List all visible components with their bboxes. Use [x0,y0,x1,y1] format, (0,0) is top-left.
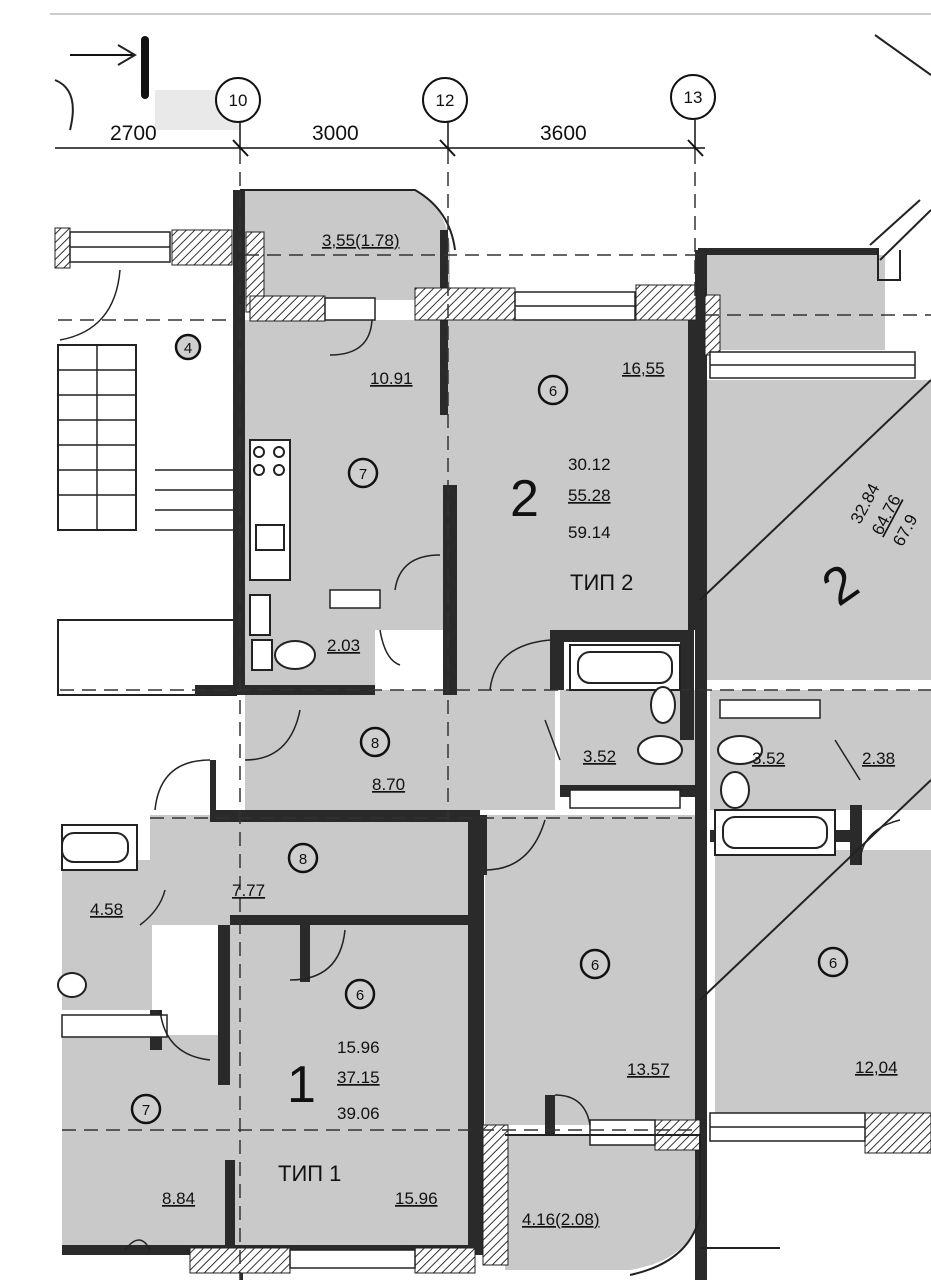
room-area: 15.96 [395,1189,438,1208]
floor-fill [62,90,931,1270]
dimension-2700: 2700 [110,122,157,145]
apartment-type: ТИП 2 [570,570,633,595]
room-code-kitchen: 7 [359,466,367,483]
total-area-with-balcony: 39.06 [337,1104,380,1123]
total-area: 37.15 [337,1068,380,1087]
hall-area: 8.70 [372,775,405,794]
axis-label-12: 12 [436,91,455,110]
apartment-1: 4.58 7.77 1 15.96 37.15 39.06 ТИП 1 8.84… [90,881,438,1208]
bathroom-area: 4.58 [90,900,123,919]
bathtub-icon [61,824,138,871]
room-code-room: 6 [549,383,557,400]
living-area: 30.12 [568,455,611,474]
room-code-room: 6 [356,987,364,1004]
stove-icon [249,439,291,581]
staircase [57,269,240,696]
bathroom-area: 3.52 [752,749,785,768]
room-codes: 4 6 7 8 8 6 6 6 7 [130,333,849,1125]
room-area: 12,04 [855,1058,898,1077]
grid-lines [60,34,931,1280]
doors [124,319,901,1251]
kitchen-area: 10.91 [370,369,413,388]
hall-area: 7.77 [232,881,265,900]
section-arrow-icon [54,36,149,131]
room-area: 16,55 [622,359,665,378]
room-code-hall: 8 [299,851,307,868]
toilet-icon [274,640,316,670]
room-area: 13.57 [627,1060,670,1079]
sink-icon [255,524,285,551]
rooms-count: 1 [287,1056,316,1114]
bathroom-area: 3.52 [583,747,616,766]
dimension-line: 2700 3000 3600 [55,120,705,157]
windows [61,231,916,1269]
axis-label-10: 10 [229,91,248,110]
bathroom-area: 2.03 [327,636,360,655]
total-area-with-balcony: 59.14 [568,523,611,542]
axis-markers: 10 12 13 [215,74,716,123]
dimension-3000: 3000 [312,122,359,145]
balcony-area: 3,55(1.78) [322,231,400,250]
room-code-hall: 8 [371,735,379,752]
balcony-area: 4.16(2.08) [522,1210,600,1229]
apartment-2: 3,55(1.78) 10.91 16,55 2 30.12 55.28 59.… [322,231,665,794]
middle-unit: 13.57 4.16(2.08) [522,1060,670,1229]
apartment-type: ТИП 1 [278,1161,341,1186]
wc-area: 2.38 [862,749,895,768]
room-code-stair: 4 [184,340,192,357]
living-area: 15.96 [337,1038,380,1057]
toilet-icon [57,972,87,998]
room-code-kitchen: 7 [142,1102,150,1119]
kitchen-area: 8.84 [162,1189,195,1208]
fixtures [57,439,836,998]
room-code-room: 6 [829,955,837,972]
dimension-3600: 3600 [540,122,587,145]
rooms-count: 2 [510,470,539,528]
balconies [240,189,931,1276]
total-area: 55.28 [568,486,611,505]
room-code-room: 6 [591,957,599,974]
axis-label-13: 13 [684,88,703,107]
